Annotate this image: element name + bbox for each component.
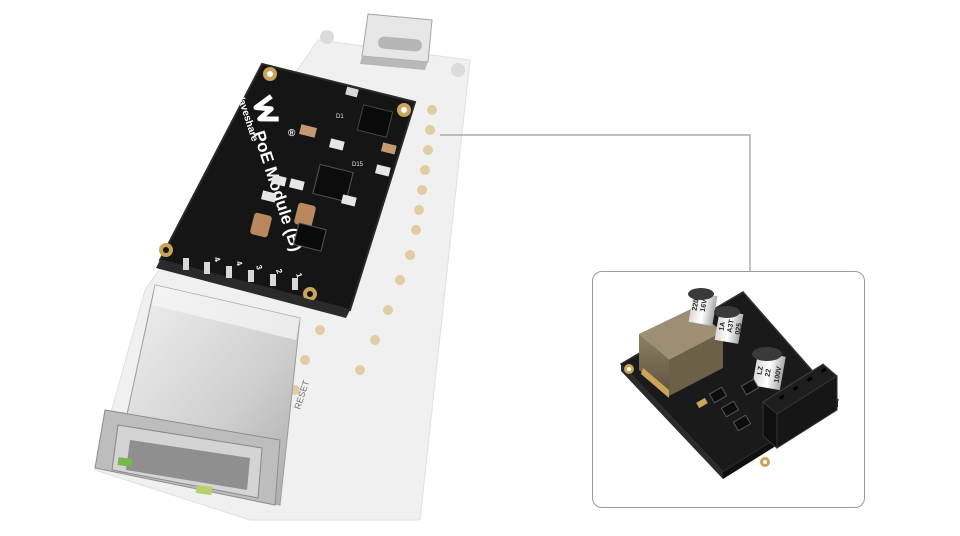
svg-text:A3T: A3T — [727, 318, 736, 333]
female-pin-header — [762, 363, 838, 450]
callout-module-illustration: 220 16V 1A A3T 025 LZ 22 100V — [619, 288, 840, 479]
inductor-1 — [250, 212, 272, 238]
pin-label-extra: 4 — [212, 256, 222, 264]
registered-mark: ® — [288, 128, 296, 139]
usb-c-connector — [360, 13, 433, 70]
silk-mark-d15: D15 — [352, 162, 364, 168]
capacitor-2: 1A A3T 025 — [714, 306, 743, 344]
svg-text:LZ: LZ — [757, 365, 766, 375]
svg-text:025: 025 — [735, 322, 744, 335]
pin-label-3: 3 — [254, 264, 264, 272]
pin-label-4: 4 — [234, 260, 244, 268]
poe-module-board: Waveshare ® PoE Module (B) D1 D15 4 4 3 … — [156, 62, 417, 318]
svg-text:1A: 1A — [719, 321, 727, 331]
led-orange — [195, 484, 213, 496]
capacitor-1: 220 16V — [688, 288, 718, 326]
svg-text:220: 220 — [692, 298, 701, 311]
silk-mark-d1: D1 — [336, 114, 344, 120]
led-green — [117, 457, 133, 467]
callout-box: 220 16V 1A A3T 025 LZ 22 100V — [592, 271, 865, 508]
callout-leader-line — [440, 134, 751, 271]
diode-array — [708, 378, 760, 432]
pin-label-2: 2 — [274, 268, 284, 276]
mounting-hole-icon — [320, 30, 334, 44]
pin-header — [183, 258, 298, 290]
smd-component — [299, 124, 317, 138]
svg-text:16V: 16V — [700, 299, 709, 313]
svg-text:100V: 100V — [774, 366, 784, 384]
capacitor-3: LZ 22 100V — [752, 347, 786, 391]
svg-text:22: 22 — [765, 368, 773, 377]
rj45-jack — [94, 284, 301, 506]
inductor-2 — [294, 202, 316, 228]
waveshare-logo-icon — [253, 94, 279, 122]
pin-label-1: 1 — [294, 272, 304, 280]
